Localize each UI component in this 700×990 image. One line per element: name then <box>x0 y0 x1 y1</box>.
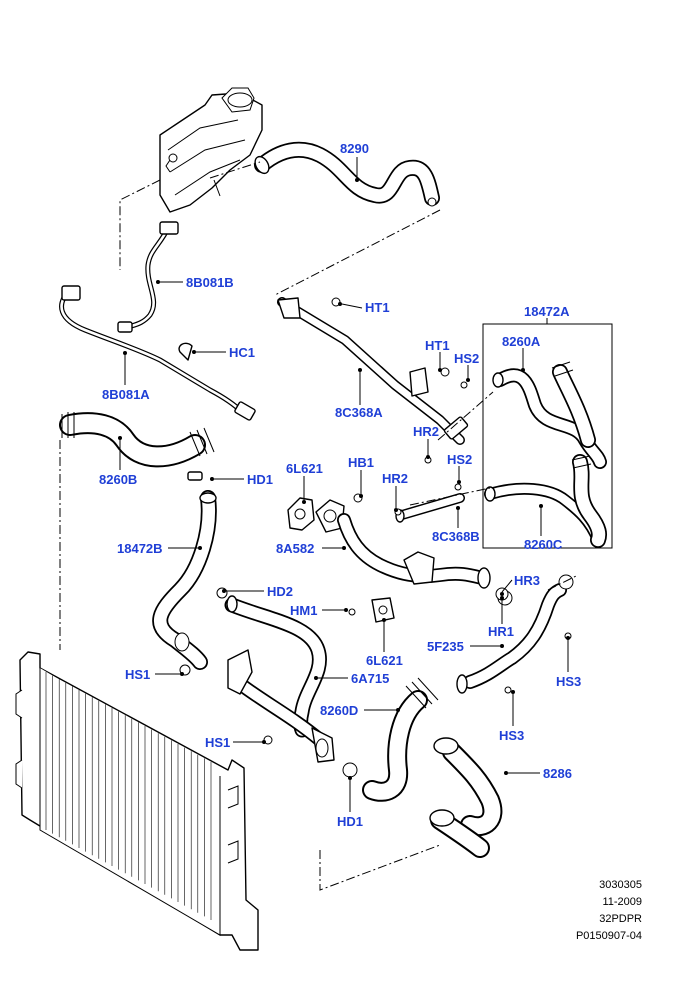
reference-code: 32PDPR <box>599 913 642 925</box>
hose-8260b <box>59 412 215 481</box>
reference-date: 11-2009 <box>602 896 642 908</box>
callout-hd2: HD2 <box>267 584 293 599</box>
callout-18472a: 18472A <box>524 304 570 319</box>
callout-18472b: 18472B <box>117 541 163 556</box>
reference-number: 3030305 <box>599 879 642 891</box>
callout-hr3: HR3 <box>514 573 540 588</box>
drawing-reference-block: 3030305 11-2009 32PDPR P0150907-04 <box>576 877 642 945</box>
hose-8260a <box>492 361 607 469</box>
callout-8b081b: 8B081B <box>186 275 234 290</box>
pipe-8c368b <box>395 493 465 523</box>
callout-5f235: 5F235 <box>427 639 464 654</box>
alignment-lines <box>59 161 579 891</box>
callout-hm1: HM1 <box>290 603 317 618</box>
callout-hs3-lower: HS3 <box>499 728 524 743</box>
callout-hd1-upper: HD1 <box>247 472 273 487</box>
wiring-harness <box>59 221 256 421</box>
callout-hs3-right: HS3 <box>556 674 581 689</box>
callout-8a582: 8A582 <box>276 541 314 556</box>
thermostat-housing-8a582 <box>287 497 491 623</box>
callout-ht1-lower: HT1 <box>425 338 450 353</box>
callout-6l621-upper: 6L621 <box>286 461 323 476</box>
hose-8260c <box>484 454 607 548</box>
callout-hr2-upper: HR2 <box>413 424 439 439</box>
callout-labels: 8290 8B081B HT1 18472A HC1 HT1 HS2 8260A… <box>99 141 581 829</box>
callout-ht1-upper: HT1 <box>365 300 390 315</box>
pipe-8c368a <box>277 297 469 445</box>
callout-hd1-lower: HD1 <box>337 814 363 829</box>
callout-hs1-upper: HS1 <box>125 667 150 682</box>
reference-illustration-id: P0150907-04 <box>575 930 642 942</box>
radiator <box>15 651 259 951</box>
callout-hc1: HC1 <box>229 345 255 360</box>
callout-8290: 8290 <box>340 141 369 156</box>
hose-8286 <box>429 737 503 858</box>
callout-8286: 8286 <box>543 766 572 781</box>
callout-hs2-upper: HS2 <box>454 351 479 366</box>
callout-8260a: 8260A <box>502 334 541 349</box>
callout-hs2-lower: HS2 <box>447 452 472 467</box>
callout-8b081a: 8B081A <box>102 387 150 402</box>
callout-8c368b: 8C368B <box>432 529 480 544</box>
callout-8260d: 8260D <box>320 703 358 718</box>
callout-hs1-lower: HS1 <box>205 735 230 750</box>
leader-lines <box>118 157 570 812</box>
hose-18472b <box>152 490 217 670</box>
callout-8260b: 8260B <box>99 472 137 487</box>
callout-6a715: 6A715 <box>351 671 389 686</box>
callout-hr1: HR1 <box>488 624 514 639</box>
callout-6l621-lower: 6L621 <box>366 653 403 668</box>
callout-8260c: 8260C <box>524 537 563 552</box>
hose-8260d <box>362 677 439 802</box>
bottom-coolant-pipe <box>227 649 335 763</box>
callout-8c368a: 8C368A <box>335 405 383 420</box>
callout-hr2-lower: HR2 <box>382 471 408 486</box>
expansion-tank <box>159 87 263 213</box>
callout-hb1: HB1 <box>348 455 374 470</box>
hose-8290 <box>254 141 440 207</box>
